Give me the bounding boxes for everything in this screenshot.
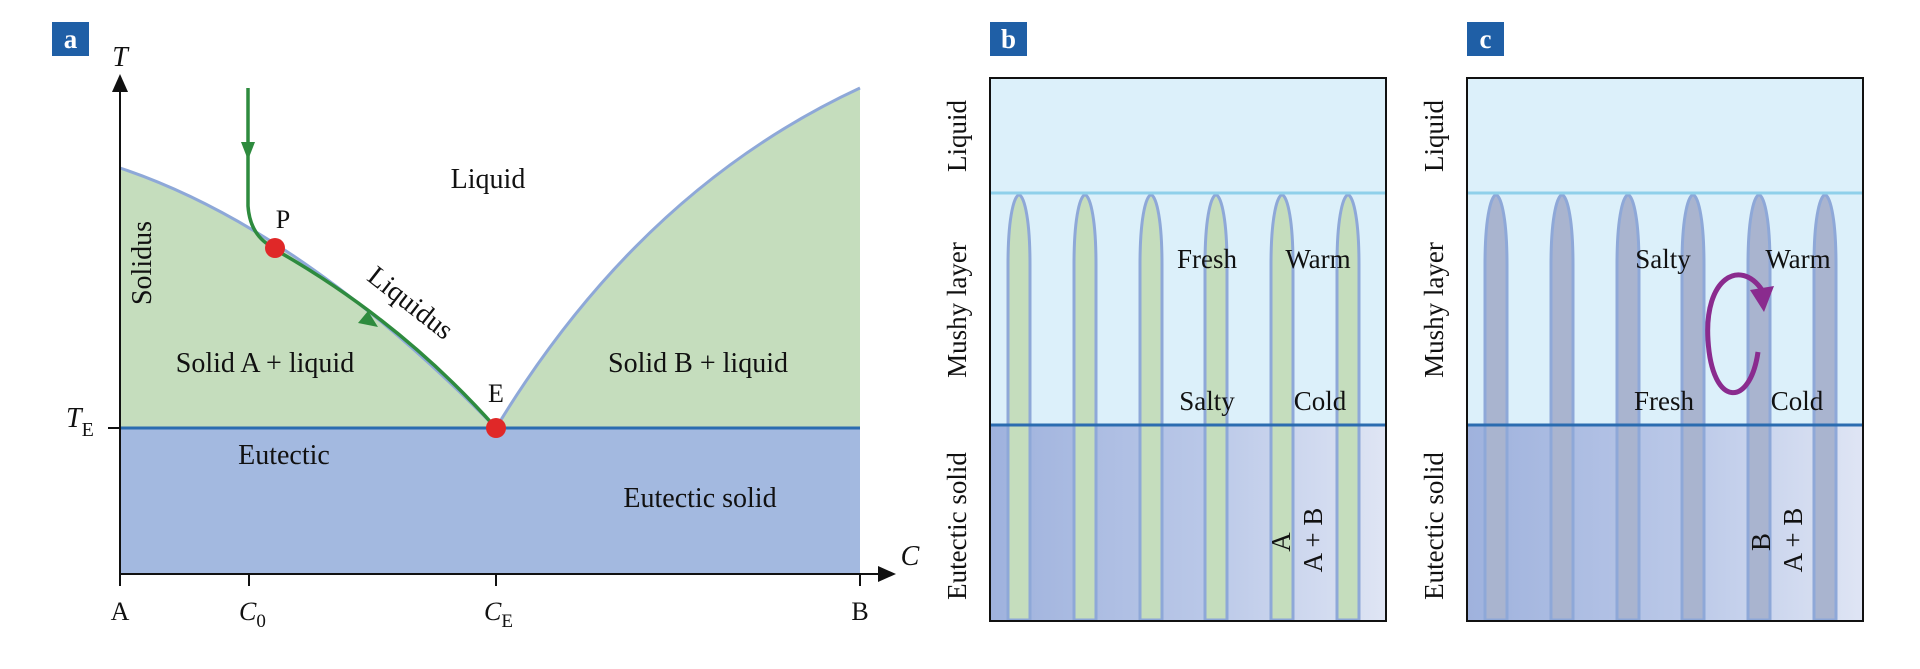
panel-c-badge-text: c xyxy=(1480,24,1492,54)
panel-b-side-mushy: Mushy layer xyxy=(942,242,972,378)
panel-b-crystals xyxy=(1006,193,1361,622)
panel-c-crystal-6 xyxy=(1812,193,1838,622)
panel-c-side-mushy: Mushy layer xyxy=(1419,242,1449,378)
panel-b-crystal-3 xyxy=(1138,193,1164,622)
panel-b-side-eutectic: Eutectic solid xyxy=(942,452,972,600)
panel-c: c Liquid Mushy layer Eutectic solid Salt… xyxy=(1419,22,1864,622)
cooling-path-vertical xyxy=(246,88,275,250)
panel-c-crystal-4 xyxy=(1680,193,1706,622)
panel-c-crystals xyxy=(1483,193,1838,622)
tick-label-a: A xyxy=(111,597,130,626)
liquid-label: Liquid xyxy=(451,164,526,195)
panel-a-badge xyxy=(52,22,89,56)
solidus-label: Solidus xyxy=(127,221,158,305)
t-axis-arrow xyxy=(112,74,128,92)
solid-b-label: Solid B + liquid xyxy=(608,348,788,379)
point-e-label: E xyxy=(488,379,504,408)
panel-c-bottom-right-label: Cold xyxy=(1771,386,1824,416)
panel-b-crystal-2 xyxy=(1072,193,1098,622)
panel-c-bottom-left-label: Fresh xyxy=(1634,386,1694,416)
panel-b-mix-label: A + B xyxy=(1298,508,1328,573)
solid-a-label: Solid A + liquid xyxy=(176,348,354,379)
point-p-label: P xyxy=(276,205,290,234)
panel-b-bottom-left-label: Salty xyxy=(1179,386,1235,416)
panel-b-crystal-5 xyxy=(1269,193,1295,622)
panel-b-side-liquid: Liquid xyxy=(942,100,972,172)
panel-b-crystal-1 xyxy=(1006,193,1032,622)
panel-b-bottom-right-label: Cold xyxy=(1294,386,1347,416)
cooling-path-liquidus xyxy=(273,247,498,430)
panel-c-mix-label: A + B xyxy=(1778,508,1808,573)
tick-label-b: B xyxy=(851,597,868,626)
panel-c-frame xyxy=(1466,77,1864,622)
panel-b-solid-label: A xyxy=(1266,532,1296,552)
te-label-sub: E xyxy=(82,419,94,441)
solid-a-liquid-region xyxy=(120,168,496,428)
panel-b-badge xyxy=(990,22,1027,56)
te-label-main: T xyxy=(66,403,84,434)
panel-c-crystal-2 xyxy=(1549,193,1575,622)
panel-c-eutectic-layer xyxy=(1467,425,1863,621)
c-axis-label: C xyxy=(901,541,920,572)
panel-b-crystal-6 xyxy=(1335,193,1361,622)
tick-label-c0-main: C xyxy=(239,597,257,626)
panel-a: a T C TE A C0 CE B Liquid Solidus Liquid xyxy=(52,22,920,632)
liquidus-left-curve xyxy=(119,166,498,430)
panel-b-top-right-label: Warm xyxy=(1285,244,1350,274)
tick-label-c0: C0 xyxy=(239,597,266,632)
panel-b-badge-text: b xyxy=(1001,24,1016,54)
panel-c-badge xyxy=(1467,22,1504,56)
panel-a-badge-text: a xyxy=(64,24,78,54)
circulation-arrow-icon xyxy=(1705,272,1765,396)
panel-b-liquid-layer xyxy=(990,78,1386,193)
liquidus-right-curve xyxy=(494,86,861,429)
panel-b-top-left-label: Fresh xyxy=(1177,244,1237,274)
c-axis-arrow xyxy=(878,566,896,582)
eutectic-solid-label: Eutectic solid xyxy=(623,483,776,514)
eutectic-region xyxy=(120,428,860,574)
point-e xyxy=(486,418,506,438)
solid-b-liquid-region xyxy=(496,88,860,428)
panel-c-liquid-layer xyxy=(1467,78,1863,193)
te-label: TE xyxy=(66,403,94,441)
panel-b-frame xyxy=(989,77,1387,622)
panel-c-crystal-3 xyxy=(1615,193,1641,622)
panel-b-mushy-layer xyxy=(990,193,1386,425)
panel-c-top-left-label: Salty xyxy=(1635,244,1691,274)
eutectic-label: Eutectic xyxy=(238,440,330,471)
cooling-path-arrow-1 xyxy=(241,142,255,160)
point-p xyxy=(265,238,285,258)
panel-c-solid-label: B xyxy=(1746,533,1776,551)
panel-b-crystal-4 xyxy=(1203,193,1229,622)
panel-c-mushy-layer xyxy=(1467,193,1863,425)
panel-b: b Liquid Mushy layer Eutectic solid Fres… xyxy=(942,22,1387,622)
panel-b-eutectic-layer xyxy=(990,425,1386,621)
tick-label-c0-sub: 0 xyxy=(256,611,266,632)
tick-label-ce-sub: E xyxy=(501,611,513,632)
circulation-arrowhead-icon xyxy=(1750,286,1774,312)
t-axis-label: T xyxy=(112,42,130,73)
tick-label-ce: CE xyxy=(484,597,513,632)
panel-c-side-liquid: Liquid xyxy=(1419,100,1449,172)
tick-label-ce-main: C xyxy=(484,597,502,626)
panel-c-top-right-label: Warm xyxy=(1765,244,1830,274)
panel-c-crystal-1 xyxy=(1483,193,1509,622)
cooling-path-arrow-2 xyxy=(358,311,378,327)
panel-c-side-eutectic: Eutectic solid xyxy=(1419,452,1449,600)
